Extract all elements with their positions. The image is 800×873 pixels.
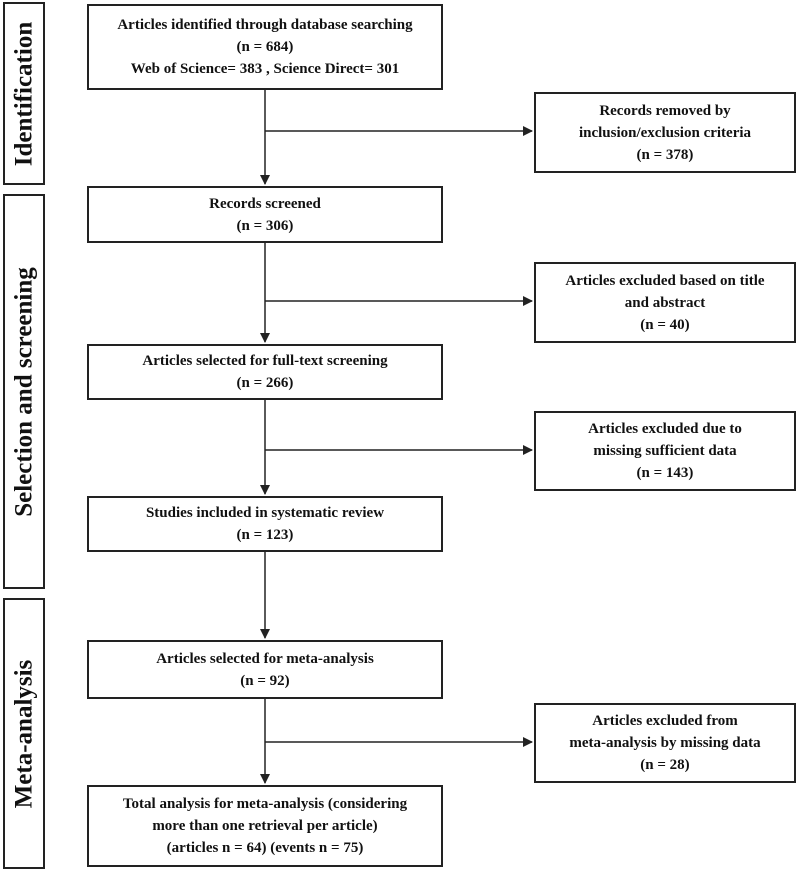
excluded-meta-line1: Articles excluded from — [592, 713, 738, 729]
systematic-line1: Studies included in systematic review — [145, 505, 385, 521]
total-line2: more than one retrieval per article) — [152, 818, 378, 834]
identified-line2: (n = 684) — [236, 39, 294, 55]
excluded-missing-line1: Articles excluded due to — [588, 421, 742, 437]
excluded-meta-line2: meta-analysis by missing data — [569, 735, 761, 751]
meta-selected-line1: Articles selected for meta-analysis — [156, 650, 374, 667]
box-articles-identified: Articles identified through database sea… — [87, 4, 443, 90]
fulltext-line2: (n = 266) — [236, 375, 294, 391]
systematic-line2: (n = 123) — [236, 527, 294, 543]
excluded-meta-line3: (n = 28) — [640, 757, 690, 773]
box-fulltext-screening: Articles selected for full-text screenin… — [87, 344, 443, 400]
excluded-missing-line3: (n = 143) — [636, 465, 694, 481]
fulltext-line1: Articles selected for full-text screenin… — [142, 353, 388, 369]
box-systematic-review: Studies included in systematic review (n… — [87, 496, 443, 552]
removed-line3: (n = 378) — [636, 146, 694, 163]
identified-line3: Web of Science= 383 , Science Direct= 30… — [130, 61, 400, 77]
box-excluded-title-abstract: Articles excluded based on title and abs… — [534, 262, 796, 343]
screened-line2: (n = 306) — [236, 217, 294, 234]
phase-selection-screening: Selection and screening — [3, 194, 45, 589]
total-line3: (articles n = 64) (events n = 75) — [166, 840, 364, 856]
removed-line2: inclusion/exclusion criteria — [578, 124, 752, 141]
identified-line1: Articles identified through database sea… — [117, 17, 413, 33]
excluded-title-line3: (n = 40) — [640, 316, 690, 333]
box-records-screened: Records screened (n = 306) — [87, 186, 443, 243]
phase-meta-analysis: Meta-analysis — [3, 598, 45, 869]
box-total-analysis: Total analysis for meta-analysis (consid… — [87, 785, 443, 867]
meta-selected-line2: (n = 92) — [240, 672, 290, 689]
excluded-title-line1: Articles excluded based on title — [565, 272, 765, 289]
box-meta-analysis-selected: Articles selected for meta-analysis (n =… — [87, 640, 443, 699]
excluded-missing-line2: missing sufficient data — [593, 443, 737, 459]
box-records-removed: Records removed by inclusion/exclusion c… — [534, 92, 796, 173]
total-line1: Total analysis for meta-analysis (consid… — [122, 796, 408, 812]
removed-line1: Records removed by — [599, 102, 731, 119]
box-excluded-meta-analysis: Articles excluded from meta-analysis by … — [534, 703, 796, 783]
box-excluded-missing-data: Articles excluded due to missing suffici… — [534, 411, 796, 491]
phase-identification: Identification — [3, 2, 45, 185]
screened-line1: Records screened — [209, 195, 321, 212]
excluded-title-line2: and abstract — [624, 294, 706, 311]
